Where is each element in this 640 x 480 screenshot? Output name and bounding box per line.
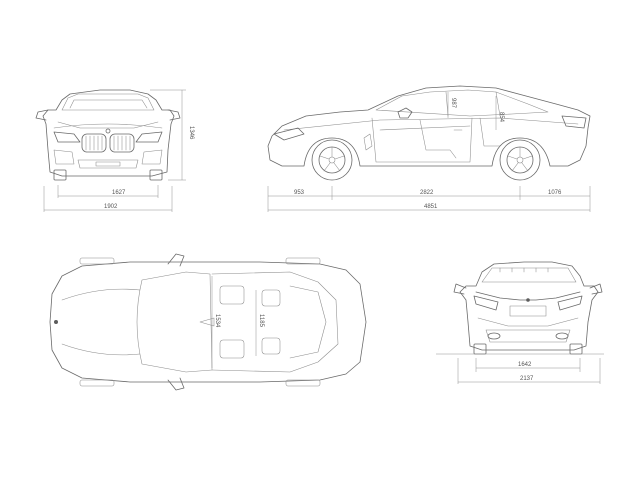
- interior-width-rear-value: 1185: [258, 314, 264, 328]
- side-view: [267, 85, 591, 181]
- rear-width-value: 2137: [520, 376, 534, 382]
- headroom-front-value: 987: [450, 98, 456, 109]
- height-value: 1346: [188, 126, 194, 140]
- side-dimension-lines: [267, 186, 591, 212]
- length-value: 4851: [424, 204, 438, 210]
- interior-width-front-value: 1534: [214, 314, 220, 328]
- bmw-roundel-icon: [526, 298, 530, 302]
- rear-view: [453, 261, 603, 355]
- front-view: [35, 89, 181, 181]
- rear-dimension-lines: [436, 353, 604, 384]
- rear-overhang-value: 1076: [548, 190, 562, 196]
- headroom-rear-value: 854: [498, 112, 504, 123]
- top-view: [49, 253, 367, 391]
- rear-track-value: 1642: [518, 362, 532, 368]
- wheelbase-value: 2822: [420, 190, 434, 196]
- bmw-roundel-icon: [105, 128, 111, 134]
- front-width-value: 1902: [104, 204, 118, 210]
- front-dimension-lines: [43, 89, 186, 212]
- front-overhang-value: 953: [294, 190, 305, 196]
- front-track-value: 1627: [112, 190, 126, 196]
- bmw-roundel-icon: [54, 320, 58, 324]
